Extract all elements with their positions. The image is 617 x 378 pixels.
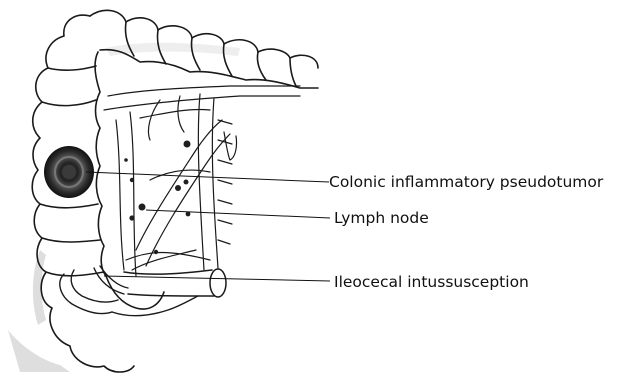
leader-line-pseudotumor bbox=[86, 172, 329, 182]
leader-lines bbox=[86, 172, 330, 281]
label-pseudotumor: Colonic inflammatory pseudotumor bbox=[329, 173, 603, 191]
label-intussusception: Ileocecal intussusception bbox=[334, 273, 529, 291]
terminal-ileum bbox=[124, 269, 226, 297]
label-lymph-node: Lymph node bbox=[334, 209, 429, 227]
shading bbox=[8, 43, 240, 372]
leader-line-intussusception bbox=[104, 276, 330, 281]
